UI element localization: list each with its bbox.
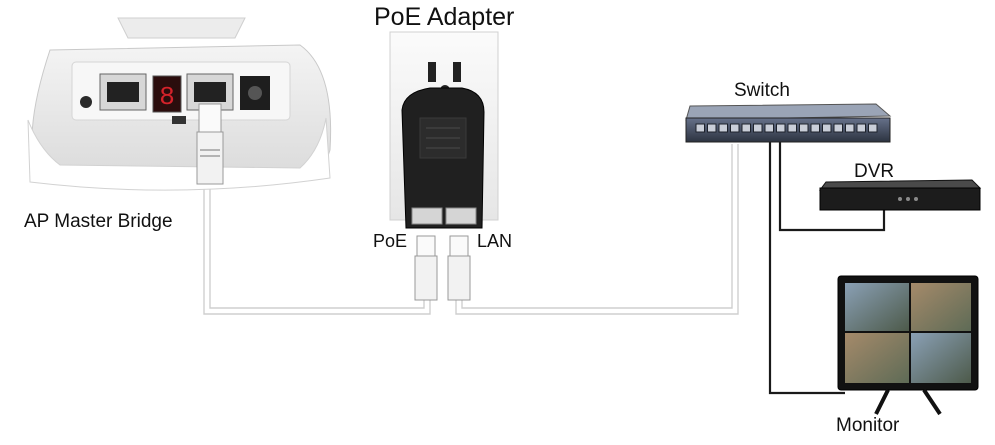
poe-rj45-plug-icon xyxy=(414,235,438,301)
switch-port xyxy=(730,123,740,133)
cable-lan-to-switch xyxy=(455,144,739,315)
switch-port xyxy=(822,123,832,133)
ap-ethernet-port-1 xyxy=(99,73,147,111)
switch-port xyxy=(868,123,878,133)
monitor-camera-view-1 xyxy=(845,283,909,331)
lan-port-label: LAN xyxy=(477,231,513,251)
poe-port-socket xyxy=(411,207,443,225)
cable-ap-to-poe xyxy=(203,186,431,315)
monitor-camera-view-3 xyxy=(845,333,909,383)
cable-switch-to-dvr xyxy=(778,142,886,232)
cable-switch-to-monitor xyxy=(768,142,845,395)
switch-port xyxy=(776,123,786,133)
dvr-device xyxy=(818,179,982,211)
ap-rj45-plug-icon xyxy=(196,103,224,185)
ap-master-bridge-label: AP Master Bridge xyxy=(24,211,173,232)
poe-port-label: PoE xyxy=(373,231,408,251)
switch-port xyxy=(753,123,763,133)
dvr-label: DVR xyxy=(854,161,895,182)
switch-port xyxy=(695,123,705,133)
monitor-device xyxy=(837,275,979,416)
switch-port xyxy=(787,123,797,133)
switch-port xyxy=(856,123,866,133)
ap-master-bridge-device: 8 xyxy=(27,17,332,191)
switch-port xyxy=(833,123,843,133)
diagram-title: PoE Adapter xyxy=(374,3,515,31)
monitor-camera-view-4 xyxy=(911,333,971,383)
monitor-label: Monitor xyxy=(836,415,900,436)
switch-port xyxy=(799,123,809,133)
switch-port-row xyxy=(695,123,878,133)
lan-rj45-plug-icon xyxy=(447,235,471,301)
svg-text:8: 8 xyxy=(159,82,175,112)
switch-port xyxy=(707,123,717,133)
ap-digit-display: 8 xyxy=(152,75,182,113)
ap-reset-switch xyxy=(172,116,186,124)
ap-led-icon xyxy=(80,96,92,108)
switch-port xyxy=(718,123,728,133)
lan-port-socket xyxy=(445,207,477,225)
switch-port xyxy=(845,123,855,133)
switch-port xyxy=(764,123,774,133)
monitor-camera-view-2 xyxy=(911,283,971,331)
switch-port xyxy=(810,123,820,133)
poe-adapter-device xyxy=(389,31,499,301)
switch-port xyxy=(741,123,751,133)
switch-label: Switch xyxy=(734,80,790,101)
network-switch-device xyxy=(685,103,892,143)
